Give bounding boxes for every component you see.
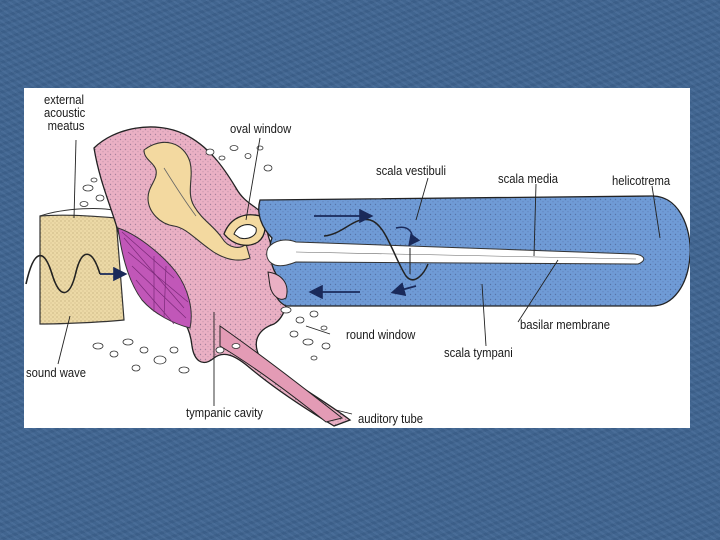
label-auditory-tube: auditory tube <box>358 412 423 426</box>
label-tympanic-cavity: tympanic cavity <box>186 406 263 420</box>
ear-diagram-panel: external acoustic meatus oval window sca… <box>24 88 690 428</box>
label-line-meatus: meatus <box>44 120 85 133</box>
label-scala-vestibuli: scala vestibuli <box>376 164 446 178</box>
label-helicotrema: helicotrema <box>612 174 670 188</box>
label-oval-window: oval window <box>230 122 291 136</box>
label-sound-wave: sound wave <box>26 366 86 380</box>
label-external-acoustic-meatus: external acoustic meatus <box>44 94 85 133</box>
label-basilar-membrane: basilar membrane <box>520 318 610 332</box>
label-scala-media: scala media <box>498 172 558 186</box>
ear-diagram <box>24 88 690 428</box>
label-scala-tympani: scala tympani <box>444 346 513 360</box>
label-round-window: round window <box>346 328 415 342</box>
